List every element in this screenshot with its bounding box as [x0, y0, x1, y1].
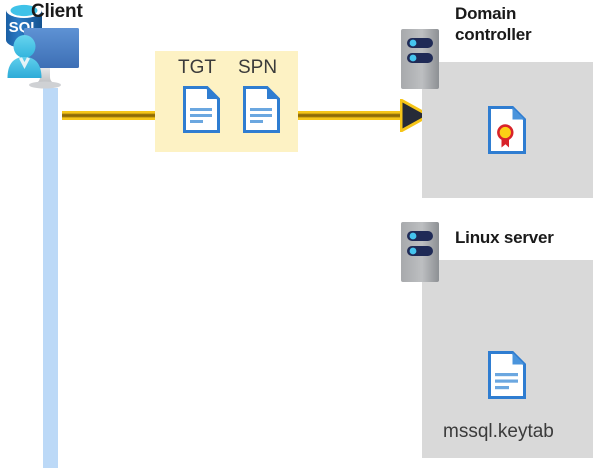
client-workstation-icon: [6, 24, 90, 94]
spn-label: SPN: [238, 57, 278, 78]
keytab-filename-label: mssql.keytab: [443, 421, 554, 442]
certificate-document-icon: [488, 106, 526, 154]
flow-arrow-segment-right: [296, 111, 407, 120]
linux-server-rack-icon: [401, 222, 439, 282]
flow-arrow-segment-left: [62, 111, 157, 120]
sql-database-icon: SQL: [0, 0, 48, 52]
spn-document-icon: [243, 86, 280, 133]
linux-server-label: Linux server: [455, 228, 554, 247]
tgt-label: TGT: [178, 57, 216, 78]
domain-controller-server-rack-icon: [401, 29, 439, 89]
domain-controller-label: Domain controller: [455, 4, 532, 44]
keytab-document-icon: [488, 351, 526, 399]
flow-arrow-head-icon: [399, 97, 433, 134]
client-lifeline: [43, 88, 58, 468]
client-label: Client: [31, 1, 83, 22]
tgt-document-icon: [183, 86, 220, 133]
